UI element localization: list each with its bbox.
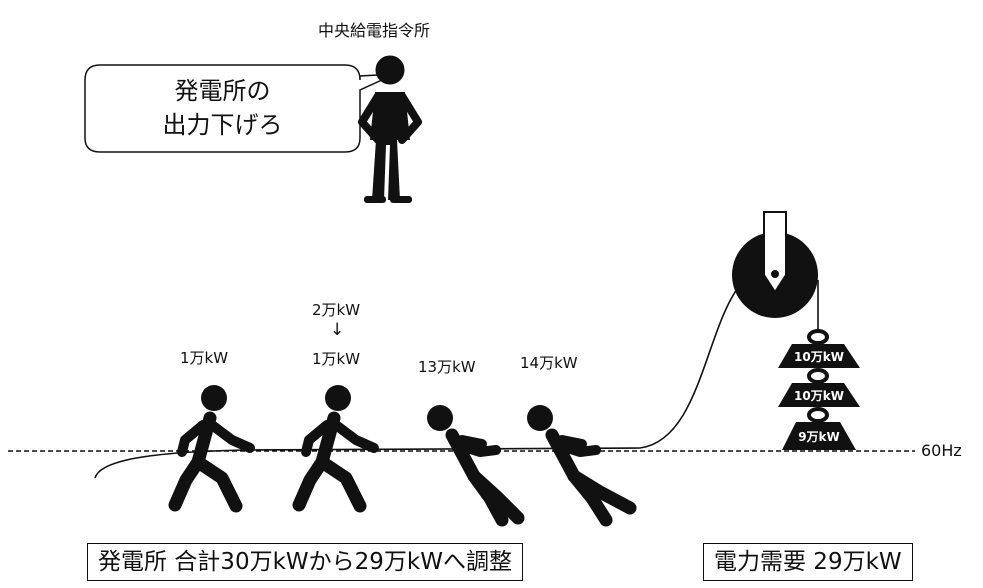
dispatcher-figure [358, 55, 422, 203]
frequency-label: 60Hz [921, 441, 962, 460]
weight-label-2: 10万kW [794, 389, 844, 403]
generator-4-output: 14万kW [520, 354, 578, 372]
generator-3-output: 13万kW [418, 358, 476, 376]
generator-2-arrow: ↓ [330, 320, 345, 340]
generator-figure-4 [527, 405, 637, 527]
speech-line-1: 発電所の [174, 77, 271, 105]
supply-adjustment-box: 発電所 合計30万kWから29万kWへ調整 [87, 543, 523, 581]
weight-label-1: 10万kW [794, 350, 844, 364]
generator-figure-2 [292, 385, 379, 513]
speech-line-2: 出力下げろ [162, 111, 283, 139]
speech-bubble [84, 64, 396, 153]
generator-figure-3 [427, 405, 525, 527]
weight-label-3: 9万kW [798, 430, 840, 444]
pulley [732, 211, 819, 332]
dispatcher-title: 中央給電指令所 [318, 21, 431, 40]
speech-bubble-text: 発電所の 出力下げろ [100, 74, 345, 142]
generator-1-output: 1万kW [180, 349, 229, 367]
demand-box: 電力需要 29万kW [703, 543, 913, 581]
weight-stack [778, 329, 860, 450]
generator-figure-1 [168, 385, 255, 513]
generator-2-output: 1万kW [312, 350, 361, 368]
generator-2-output-before: 2万kW [312, 301, 361, 319]
rope [94, 284, 741, 479]
